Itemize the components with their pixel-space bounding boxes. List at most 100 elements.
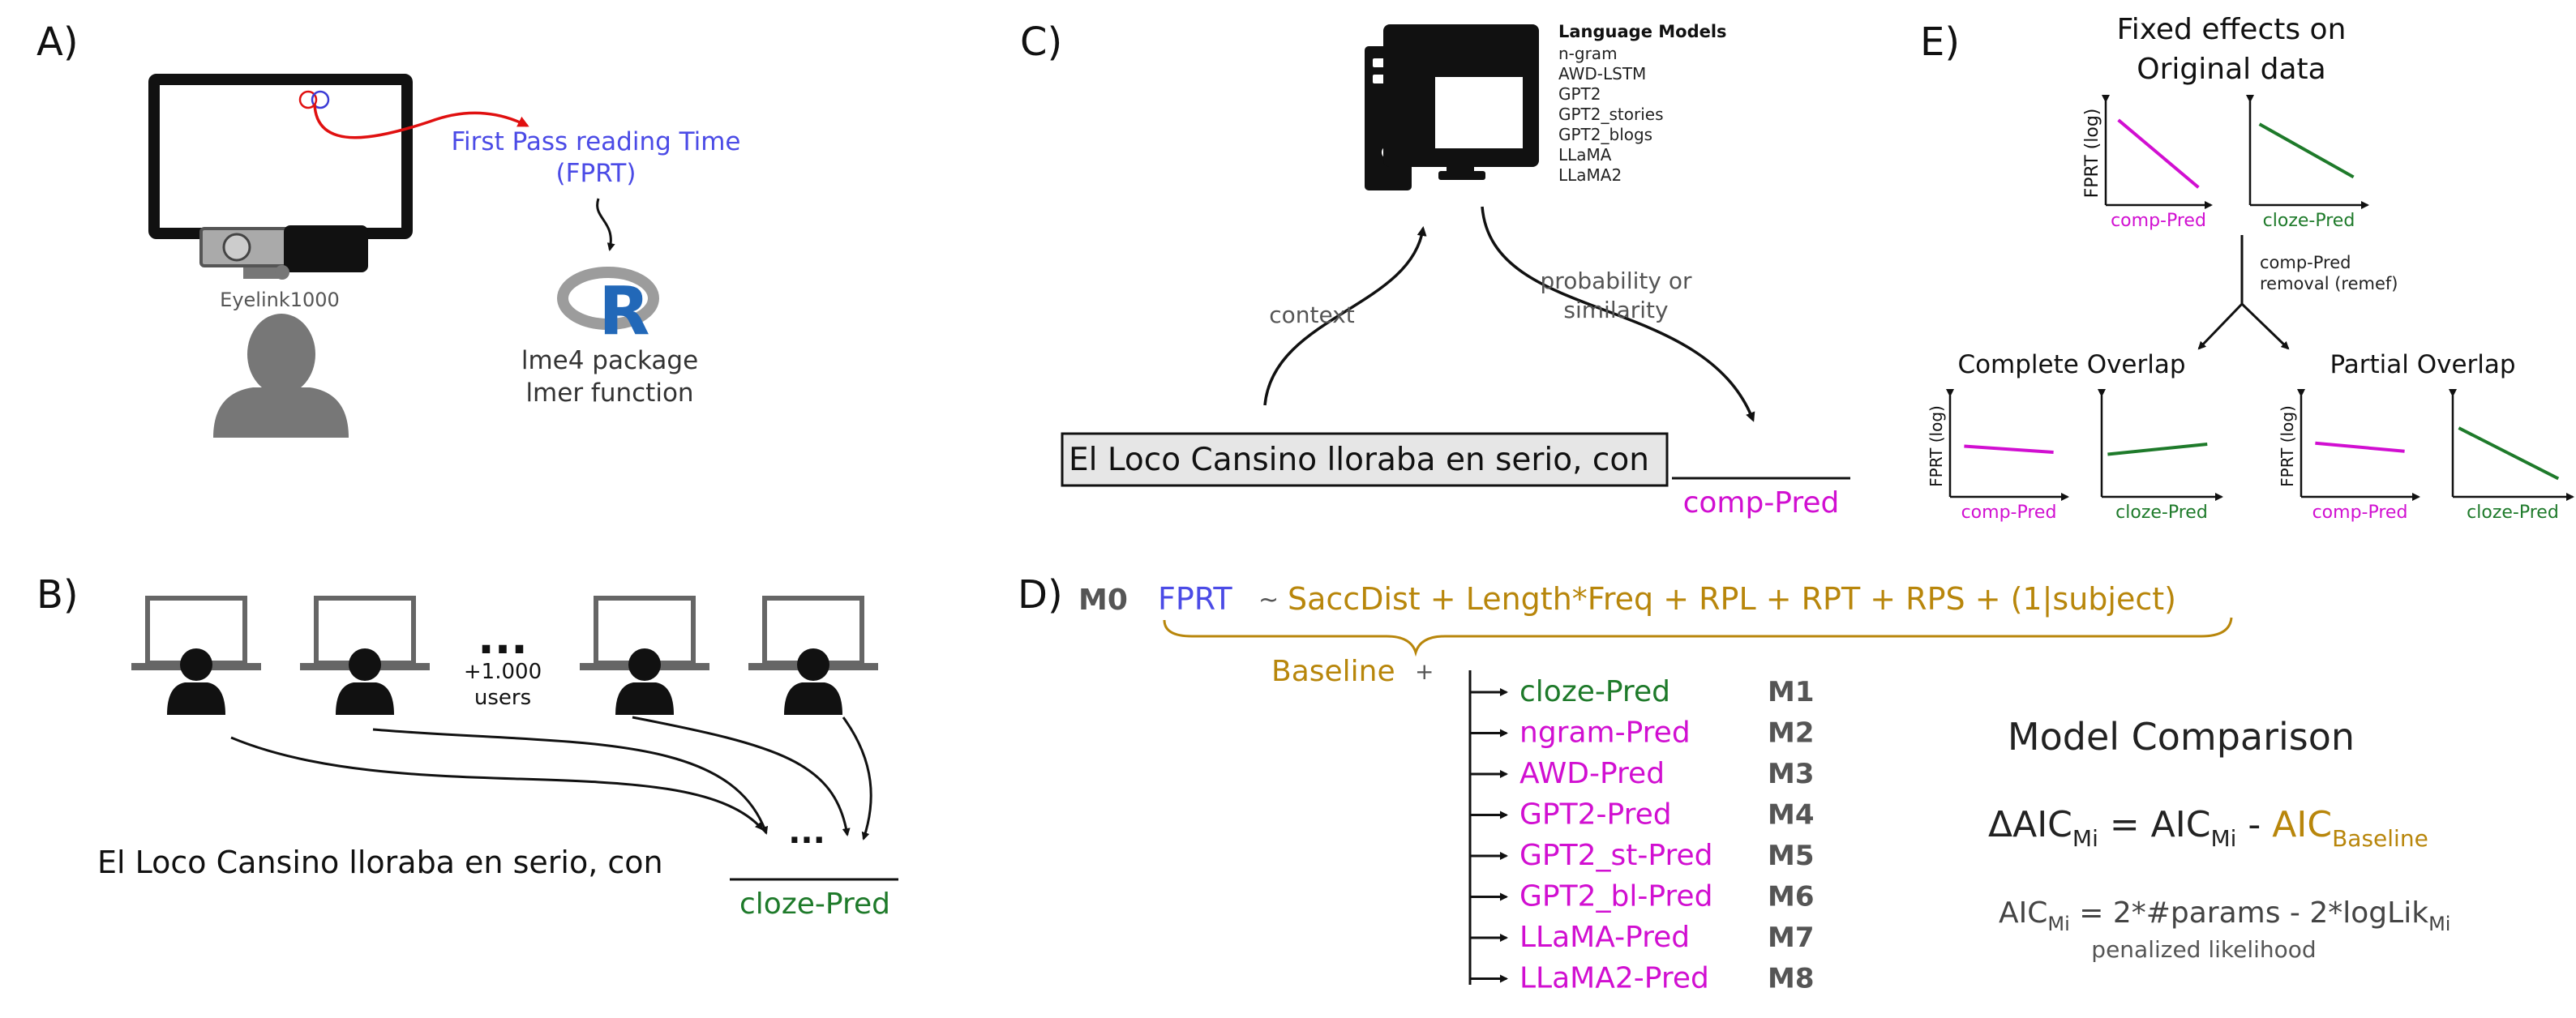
lm-item: AWD-LSTM [1558,64,1646,83]
x-axis-label: comp-Pred [1961,503,2057,523]
aic: AIC [1999,896,2047,930]
sub-mi: Mi [2210,825,2236,852]
lm-item: GPT2 [1558,84,1601,104]
model-predictor: ngram-Pred [1519,716,1691,750]
lme4-label: lme4 package [521,346,698,375]
baseline-label: Baseline [1271,655,1395,688]
model-predictor: GPT2_st-Pred [1519,839,1712,872]
model-id: M3 [1768,758,1815,790]
mini-plot: cloze-Pred [2246,95,2369,231]
removal-label-line1: comp-Pred [2260,253,2351,272]
participant-silhouette [213,314,349,438]
panel-d-label: D) [1018,572,1063,618]
fprt-to-r-arrow [596,198,615,251]
users-label: users [474,686,531,710]
gaze-marker-icon [298,90,330,109]
laptop-user-icon [580,596,709,715]
effect-line [2117,118,2200,189]
effect-line [1964,444,2054,454]
cloze-pred-b: cloze-Pred [739,888,890,921]
sub-baseline: Baseline [2332,825,2428,852]
panel-c: C) Language Models n-gram AWD-LSTM GPT2 … [1020,19,1850,520]
computer-icon [1365,24,1539,190]
eye-tracker-icon [199,225,368,280]
context-arrow [1263,226,1427,406]
mini-plot: comp-Pred FPRT (log) [2082,95,2213,231]
minus-sign: - [2236,804,2272,845]
laptop-user-icon [131,596,261,715]
x-axis-label: cloze-Pred [2115,503,2208,523]
panel-a-label: A) [36,19,79,65]
monitor-icon [148,74,413,250]
panel-b-label: B) [36,572,79,618]
tilde: ~ [1258,586,1279,614]
context-label: context [1269,302,1355,328]
mini-plot: comp-Pred FPRT (log) [1927,389,2069,523]
x-axis-label: comp-Pred [2111,211,2206,231]
probability-label-line2: similarity [1563,297,1668,323]
lm-item: LLaMA [1558,145,1612,165]
sub-mi: Mi [2047,913,2069,935]
removal-label-line2: removal (remef) [2260,274,2398,293]
aic-baseline: AIC [2272,804,2332,845]
baseline-plus: + [1415,658,1434,685]
r-logo-icon: R [557,267,659,350]
comp-pred-c: comp-Pred [1683,486,1840,520]
x-axis-label: comp-Pred [2312,503,2408,523]
ellipsis-b: ... [788,814,825,851]
panel-a: A) Eyelink1000 First Pass reading Time (… [36,19,741,438]
fixed-effects-title-line1: Fixed effects on [2117,13,2347,46]
sub-mi: Mi [2428,913,2450,935]
effect-line [2258,122,2355,179]
laptop-user-icon [300,596,430,715]
partial-overlap-label: Partial Overlap [2330,350,2515,379]
panel-b: B) ... +1.000 [36,572,898,921]
probability-label-line1: probability or [1541,267,1692,294]
model-predictor: GPT2-Pred [1519,798,1672,832]
mini-plot: cloze-Pred [2449,389,2574,523]
lm-item: GPT2_blogs [1558,125,1652,144]
model-id: M4 [1768,799,1815,832]
m0-label: M0 [1078,584,1128,617]
lm-title: Language Models [1558,22,1727,41]
lm-item: LLaMA2 [1558,165,1622,185]
y-axis-label: FPRT (log) [2082,109,2102,199]
x-axis-label: cloze-Pred [2263,211,2355,231]
mini-plot: cloze-Pred [2098,389,2223,523]
fprt-label-line1: First Pass reading Time [451,127,740,156]
lmer-label: lmer function [525,379,693,408]
model-tree [1468,670,1508,985]
mini-plot: comp-Pred FPRT (log) [2278,389,2420,523]
delta-aic: ΔAIC [1988,804,2072,845]
model-comparison-title: Model Comparison [2008,715,2355,759]
model-predictor: cloze-Pred [1519,675,1670,708]
split-arrows [2197,235,2290,350]
delta-aic-equation: ΔAICMi = AICMi - AICBaseline [1988,804,2428,852]
laptop-user-icon [748,596,878,715]
users-dots: ... [478,613,528,664]
lm-item: GPT2_stories [1558,105,1664,124]
equals-aic: = AIC [2098,804,2211,845]
eyelink-label: Eyelink1000 [220,289,340,311]
baseline-formula: SaccDist + Length*Freq + RPL + RPT + RPS… [1288,581,2176,618]
probability-arrow [1481,206,1755,422]
aic-equation: AICMi = 2*#params - 2*logLikMi [1999,896,2450,935]
context-sentence-box [1061,432,1669,487]
laptop-users [131,596,878,715]
x-axis-label: cloze-Pred [2467,503,2559,523]
model-id: M8 [1768,963,1815,995]
sentence-c: El Loco Cansino lloraba en serio, con [1069,442,1649,478]
aic-rhs: = 2*#params - 2*logLik [2070,896,2428,930]
penalized-likelihood: penalized likelihood [2091,936,2316,963]
model-id: M5 [1768,840,1815,872]
baseline-brace [1163,617,2233,657]
fprt-label-line2: (FPRT) [556,159,636,188]
complete-overlap-label: Complete Overlap [1957,350,2185,379]
user-arrows [230,716,872,840]
y-axis-label: FPRT (log) [2278,405,2297,487]
y-axis-label: FPRT (log) [1927,405,1946,487]
users-count: +1.000 [464,660,542,684]
